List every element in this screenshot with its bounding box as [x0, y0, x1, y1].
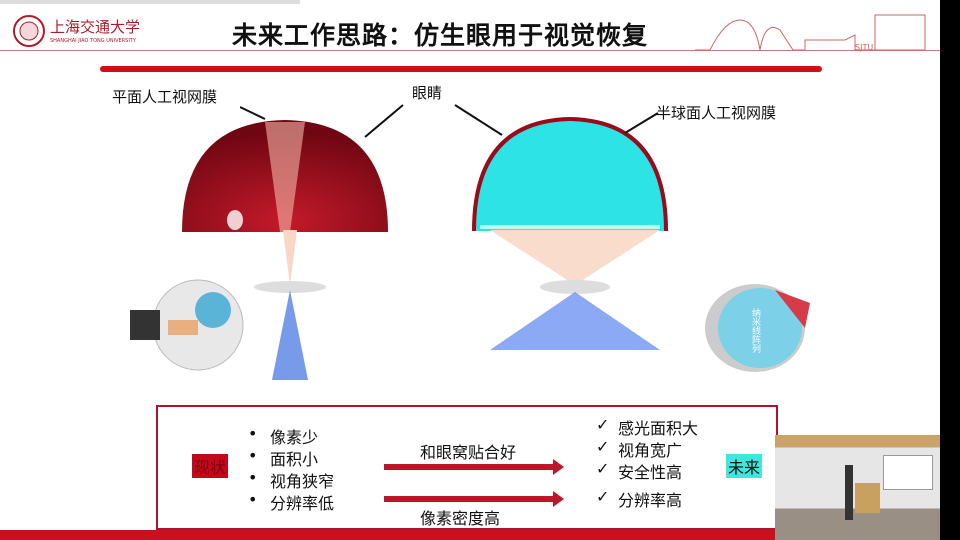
black-border [940, 0, 960, 540]
arrow-bottom [384, 491, 564, 507]
list-item: 感光面积大 [618, 419, 699, 438]
list-item: 安全性高 [618, 463, 683, 482]
svg-text:SJTU: SJTU [855, 43, 873, 52]
light-cone-hemi [490, 230, 660, 350]
accent-bar [100, 66, 822, 72]
nanowire-eye-image: 纳米线阵列 [705, 284, 810, 372]
label-flat-retina: 平面人工视网膜 [112, 88, 218, 106]
list-item: 像素少 [270, 428, 319, 447]
footer-bar [0, 530, 775, 540]
list-item: 视角狭窄 [270, 472, 335, 491]
comparison-box: 现状 未来 •像素少 •面积小 •视角狭窄 •分辨率低 和眼窝贴合好 像素密度高… [156, 405, 778, 530]
flat-retina-diagram [182, 120, 388, 232]
list-item: 面积小 [270, 450, 319, 469]
arrow-label-top: 和眼窝贴合好 [420, 443, 517, 462]
prosthetic-eye-image [130, 279, 244, 371]
arrow-top [384, 459, 564, 475]
speaker-video [775, 435, 940, 540]
svg-text:纳米线阵列: 纳米线阵列 [750, 307, 761, 354]
list-item: 分辨率低 [270, 494, 335, 513]
list-item: 分辨率高 [618, 491, 683, 510]
pointer-arrows [240, 104, 659, 138]
top-strip [0, 0, 300, 4]
label-hemi-retina: 半球面人工视网膜 [656, 104, 777, 122]
slide-title: 未来工作思路：仿生眼用于视觉恢复 [232, 21, 649, 50]
future-tag: 未来 [726, 454, 763, 478]
campus-skyline: SJTU [695, 14, 926, 52]
list-item: 视角宽广 [618, 441, 683, 460]
arrow-label-bottom: 像素密度高 [420, 509, 501, 528]
light-cone-flat [254, 230, 326, 380]
hemispherical-retina-diagram [472, 117, 668, 231]
label-eye: 眼睛 [412, 84, 443, 102]
university-logo: 上海交通大学 SHANGHAI JIAO TONG UNIVERSITY [12, 14, 142, 50]
current-tag: 现状 [192, 454, 229, 478]
header-divider [0, 50, 940, 51]
